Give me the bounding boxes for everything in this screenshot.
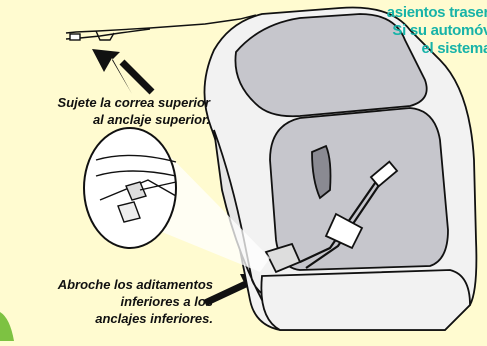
side-note-line-3: el sistema (421, 40, 487, 57)
top-tether-line-1: Sujete la correa superior (57, 95, 210, 110)
harness-strap (299, 169, 385, 263)
lower-anchors-line-1: Abroche los aditamentos (57, 277, 213, 292)
lower-anchors-line-3: anclajes inferiores. (95, 311, 213, 326)
belt-slot (311, 144, 332, 200)
detail-inset (83, 127, 177, 249)
top-tether-callout: Sujete la correa superior al anclaje sup… (10, 94, 210, 128)
side-note-line-1: asientos traser (386, 4, 487, 21)
lower-arrow (203, 278, 252, 307)
zoom-beam (160, 146, 270, 272)
headrest-padding (234, 13, 428, 118)
seat-base (260, 269, 471, 331)
lower-anchors-callout: Abroche los aditamentos inferiores a los… (20, 276, 213, 327)
top-arrow (92, 49, 132, 94)
corner-accent (0, 312, 14, 341)
side-note-line-2: Si su automóv (392, 22, 487, 39)
seat-padding (269, 107, 449, 271)
lower-anchors-line-2: inferiores a los (120, 294, 213, 309)
lower-attachment (264, 242, 302, 274)
side-note: asientos traser Si su automóv el sistema (352, 4, 487, 58)
top-tether-strap (65, 14, 257, 41)
top-tether-line-2: al anclaje superior. (92, 112, 210, 127)
